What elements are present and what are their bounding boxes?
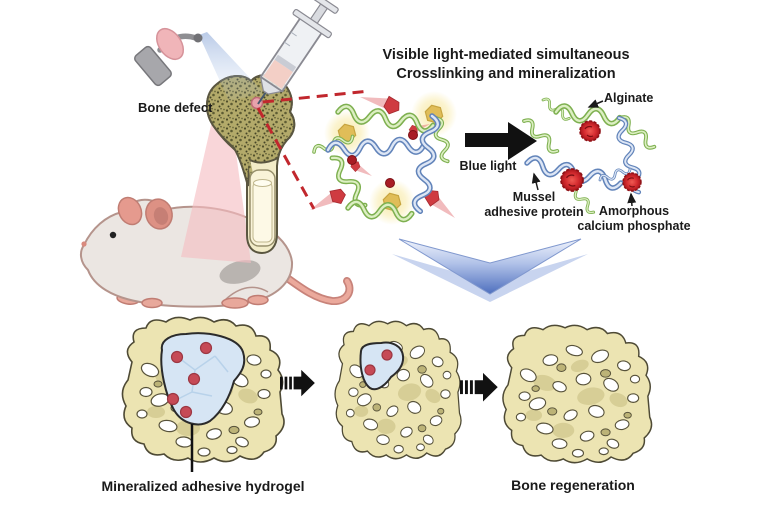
blue-light-label: Blue light [459,159,517,173]
bone-scaffold-3 [502,324,653,464]
light-shield-disc [155,27,185,61]
alginate-pointer-arrow [587,99,604,108]
bone-defect-label: Bone defect [138,100,213,115]
mineralized-hydrogel-label: Mineralized adhesive hydrogel [101,478,305,494]
mouse-eye [109,231,117,239]
light-device-icon [134,27,203,87]
fast-forward-arrow-1 [280,369,315,397]
mouse-ear [117,196,143,226]
mussel-label-line2: adhesive protein [484,204,584,219]
figure-title-line1: Visible light-mediated simultaneous [382,47,630,63]
light-flash-icon [306,185,349,219]
syringe-needle [257,90,268,105]
hydrogel-blob-large [160,332,246,426]
figure-title-line2: Crosslinking and mineralization [396,66,616,82]
crosslinked-network-illustration [518,95,660,217]
mussel-label-line1: Mussel [512,190,556,204]
acp-pointer-arrow [627,192,637,207]
acp-label-line2: calcium phosphate [577,218,691,233]
mouse-nose [81,241,87,247]
acp-particle [579,120,601,142]
mussel-pointer-arrow [531,172,541,191]
blue-light-arrow [465,122,537,160]
mussel-adhesive-protein-label: Mussel adhesive protein [478,190,590,219]
amorphous-calcium-phosphate-label: Amorphous calcium phosphate [571,204,697,233]
acp-particle [560,168,584,192]
syringe-liquid [263,59,293,89]
process-down-arrow [392,238,588,302]
fast-forward-arrow-2 [460,372,498,402]
calcium-ion-dot [347,155,357,165]
mouse-foot [247,294,269,306]
syringe-plunger [312,0,339,14]
precursor-molecules-illustration [306,89,462,226]
acp-label-line1: Amorphous [598,204,670,218]
magnifier-dashed-lines [256,89,371,210]
mouse-foot [221,297,249,309]
calcium-ion-dot [385,178,395,188]
hydrogel-blob-small [359,341,405,391]
blue-light-cone [199,32,264,101]
bone-illustration [206,74,296,255]
syringe-icon [257,0,339,105]
bone-scaffold-2 [334,320,462,460]
figure-title: Visible light-mediated simultaneous Cros… [373,46,639,84]
bone-regeneration-label: Bone regeneration [511,477,635,493]
acp-particle [622,172,642,192]
alginate-label: Alginate [604,91,654,105]
mouse-foot [141,297,163,309]
calcium-ion-dot [408,130,418,140]
